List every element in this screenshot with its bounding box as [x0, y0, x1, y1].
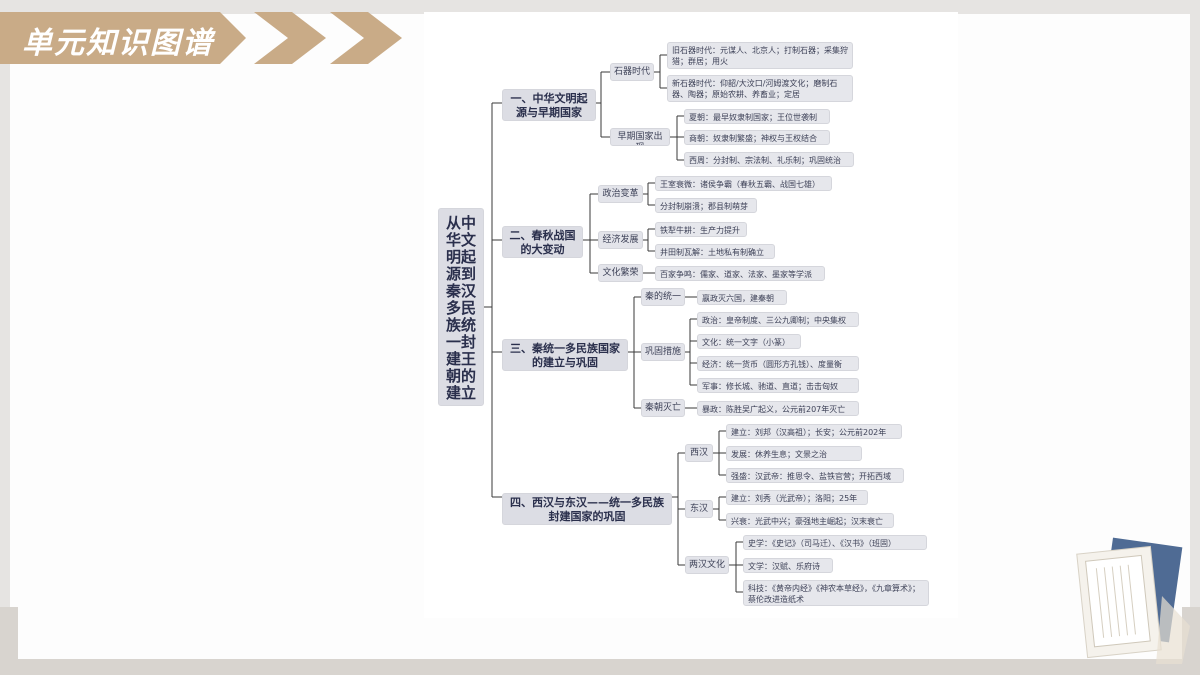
leaf-well-field: 井田制瓦解：土地私有制确立 — [655, 244, 775, 259]
leaf-historiography: 史学：《史记》（司马迁）、《汉书》（班固） — [743, 535, 927, 550]
leaf-western-zhou: 西周：分封制、宗法制、礼乐制；巩固统治 — [684, 152, 854, 167]
leaf-qin-tyranny: 暴政：陈胜吴广起义，公元前207年灭亡 — [697, 401, 859, 416]
leaf-hundred-schools: 百家争鸣：儒家、道家、法家、墨家等学派 — [655, 266, 825, 281]
mindmap-root: 从中华文明起源到秦汉多民族统一封建王朝的建立 — [438, 208, 484, 406]
leaf-literature: 文学：汉赋、乐府诗 — [743, 558, 833, 573]
leaf-western-han-prosperity: 强盛：汉武帝：推恩令、盐铁官营；开拓西域 — [726, 468, 904, 483]
leaf-qin-military: 军事：修长城、驰道、直道；击击匈奴 — [697, 378, 859, 393]
sub-cultural-prosperity: 文化繁荣 — [598, 264, 643, 282]
branch-1: 一、中华文明起源与早期国家 — [502, 89, 596, 121]
leaf-science-technology: 科技：《黄帝内经》《神农本草经》，《九章算术》；蔡伦改进造纸术 — [743, 580, 929, 606]
sub-qin-fall: 秦朝灭亡 — [641, 399, 685, 417]
leaf-eastern-han-founding: 建立：刘秀（光武帝）；洛阳；25年 — [726, 490, 868, 505]
branch-3: 三、秦统一多民族国家的建立与巩固 — [502, 339, 628, 371]
sub-qin-unification: 秦的统一 — [641, 288, 685, 306]
sub-political-reform: 政治变革 — [598, 185, 643, 203]
branch-2: 二、春秋战国的大变动 — [502, 226, 583, 258]
leaf-qin-economy: 经济：统一货币（圆形方孔钱）、度量衡 — [697, 356, 859, 371]
leaf-xia: 夏朝：最早奴隶制国家；王位世袭制 — [684, 109, 830, 124]
branch-4: 四、西汉与东汉——统一多民族封建国家的巩固 — [502, 493, 672, 525]
sub-han-culture: 两汉文化 — [685, 556, 729, 574]
leaf-qin-culture: 文化：统一文字（小篆） — [697, 334, 801, 349]
sub-economic-development: 经济发展 — [598, 231, 643, 249]
leaf-ying-zheng: 嬴政灭六国，建秦朝 — [697, 290, 787, 305]
leaf-western-han-founding: 建立：刘邦（汉高祖）；长安；公元前202年 — [726, 424, 902, 439]
sub-consolidation-measures: 巩固措施 — [641, 343, 685, 361]
leaf-enfeoffment-collapse: 分封制崩溃；郡县制萌芽 — [655, 198, 757, 213]
leaf-paleolithic: 旧石器时代：元谋人、北京人；打制石器；采集狩猎；群居；用火 — [667, 42, 853, 69]
leaf-eastern-han-rise-fall: 兴衰：光武中兴；豪强地主崛起；汉末衰亡 — [726, 513, 894, 528]
title-banner — [0, 12, 246, 64]
sub-stone-age: 石器时代 — [610, 63, 654, 81]
sub-western-han: 西汉 — [685, 444, 713, 462]
sub-eastern-han: 东汉 — [685, 500, 713, 518]
page-title: 单元知识图谱 — [22, 26, 214, 61]
leaf-royal-decline: 王室衰微：诸侯争霸（春秋五霸、战国七雄） — [655, 176, 832, 191]
bamboo-slip-illustration — [1076, 537, 1190, 664]
leaf-western-han-development: 发展：休养生息；文景之治 — [726, 446, 862, 461]
leaf-iron-plough: 铁犁牛耕：生产力提升 — [655, 222, 747, 237]
leaf-shang: 商朝：奴隶制繁盛；神权与王权结合 — [684, 130, 830, 145]
leaf-neolithic: 新石器时代：仰韶/大汶口/河姆渡文化；磨制石器、陶器；原始农耕、养畜业；定居 — [667, 75, 853, 102]
sub-early-states: 早期国家出现 — [610, 128, 670, 146]
leaf-qin-politics: 政治：皇帝制度、三公九卿制；中央集权 — [697, 312, 859, 327]
